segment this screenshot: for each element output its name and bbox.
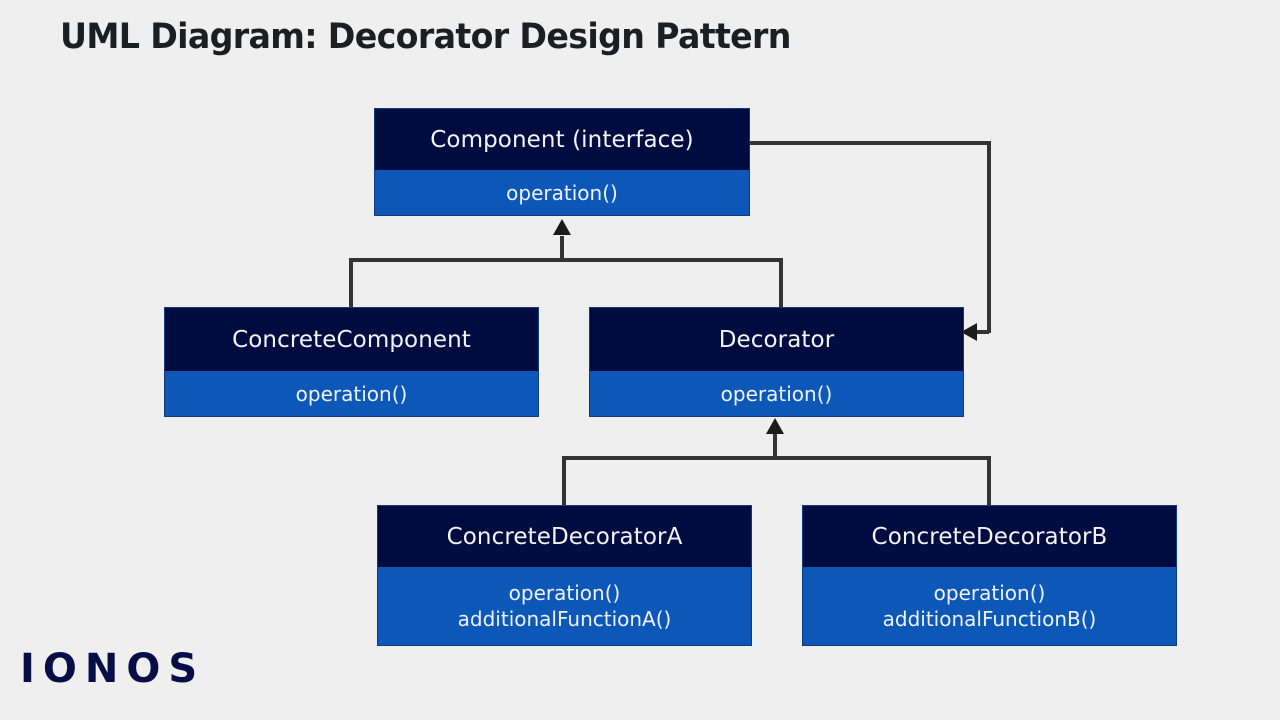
uml-class-concretedecoratorb-members: operation() additionalFunctionB() xyxy=(803,567,1176,645)
uml-class-concretedecoratora[interactable]: ConcreteDecoratorA operation() additiona… xyxy=(377,505,752,646)
uml-member: additionalFunctionA() xyxy=(457,607,672,631)
uml-member: additionalFunctionB() xyxy=(882,607,1097,631)
ionos-logo: IONOS xyxy=(20,646,206,692)
connector-decorator-crossbar xyxy=(562,456,991,460)
uml-class-concretecomponent-members: operation() xyxy=(165,371,538,416)
generalization-arrow-icon xyxy=(766,418,784,434)
uml-class-concretedecoratorb[interactable]: ConcreteDecoratorB operation() additiona… xyxy=(802,505,1177,646)
uml-class-decorator-members: operation() xyxy=(590,371,963,416)
uml-class-component[interactable]: Component (interface) operation() xyxy=(374,108,750,216)
connector-to-concretedecoratora xyxy=(562,456,566,507)
page-title: UML Diagram: Decorator Design Pattern xyxy=(60,17,791,57)
connector-decorator-stem xyxy=(773,434,777,460)
connector-component-stem xyxy=(560,236,564,262)
uml-class-concretedecoratora-name: ConcreteDecoratorA xyxy=(378,506,751,567)
connector-association-top xyxy=(749,141,991,145)
uml-member: operation() xyxy=(933,581,1046,605)
uml-member: operation() xyxy=(295,381,408,406)
connector-component-crossbar xyxy=(349,258,783,262)
uml-class-component-name: Component (interface) xyxy=(375,109,749,170)
uml-class-concretedecoratorb-name: ConcreteDecoratorB xyxy=(803,506,1176,567)
connector-to-concretedecoratorb xyxy=(987,456,991,507)
connector-to-concretecomponent xyxy=(349,258,353,309)
uml-class-concretecomponent[interactable]: ConcreteComponent operation() xyxy=(164,307,539,417)
uml-class-concretecomponent-name: ConcreteComponent xyxy=(165,308,538,371)
generalization-arrow-icon xyxy=(553,219,571,235)
uml-member: operation() xyxy=(506,180,618,205)
uml-class-component-members: operation() xyxy=(375,170,749,215)
uml-member: operation() xyxy=(720,381,833,406)
connector-association-right xyxy=(987,141,991,333)
uml-member: operation() xyxy=(508,581,621,605)
uml-class-concretedecoratora-members: operation() additionalFunctionA() xyxy=(378,567,751,645)
uml-class-decorator[interactable]: Decorator operation() xyxy=(589,307,964,417)
association-arrow-icon xyxy=(961,323,977,341)
uml-class-decorator-name: Decorator xyxy=(590,308,963,371)
connector-to-decorator xyxy=(779,258,783,309)
